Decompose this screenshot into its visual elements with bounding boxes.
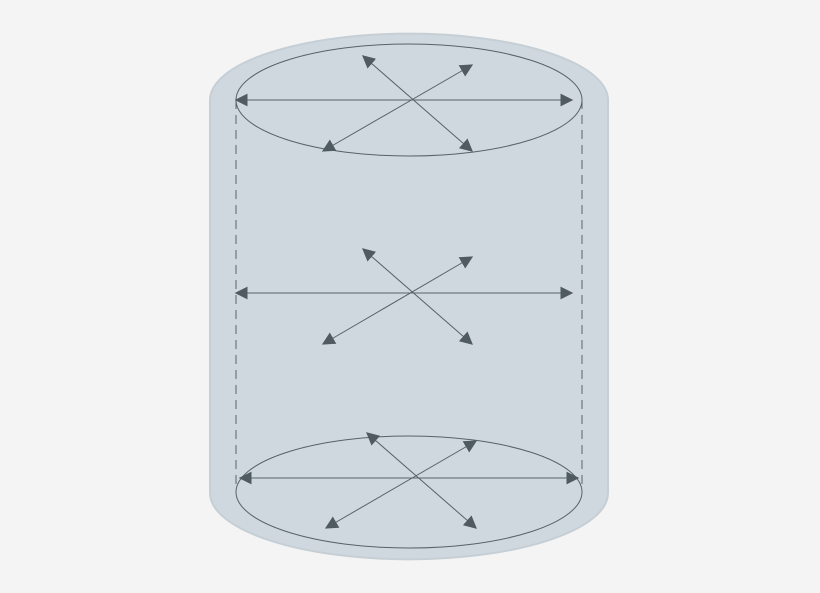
top-diagonal-arrow-2 <box>321 64 474 152</box>
bottom-diagonal-arrow-2 <box>324 440 478 529</box>
middle-diagonal-arrow-2 <box>321 256 474 345</box>
cylinder-body <box>209 32 609 561</box>
